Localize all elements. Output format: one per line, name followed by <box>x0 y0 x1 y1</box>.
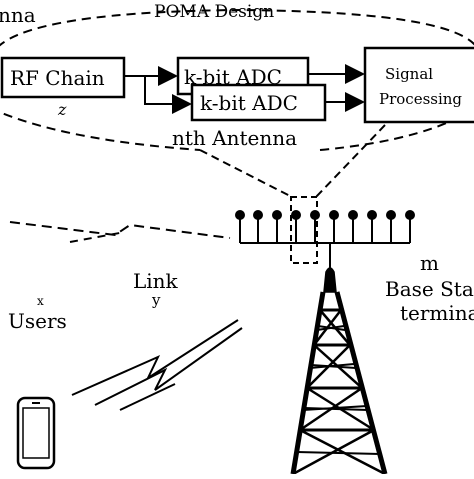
nth-antenna-highlight-box <box>290 196 318 264</box>
terminals-label: terminals <box>400 301 474 325</box>
adc-box-front <box>190 83 327 122</box>
rf-chain-box <box>0 56 126 99</box>
link-label: Link <box>133 269 179 293</box>
poma-design-title: POMA Design <box>154 2 274 22</box>
x-label: x <box>37 294 44 308</box>
antenna-fragment-label: nna <box>0 3 36 27</box>
lightning-link-icon <box>71 319 243 411</box>
dashed-link-lower <box>69 231 126 243</box>
y-label: y <box>151 291 161 309</box>
signal-processing-box <box>363 46 474 124</box>
users-label: Users <box>8 309 67 333</box>
dashed-link-upper <box>9 221 231 239</box>
base-station-tower <box>290 267 388 476</box>
rf-chain-label: RF Chain <box>10 66 105 90</box>
zoom-line-right <box>315 124 386 198</box>
signal-label: Signal <box>385 65 433 83</box>
m-label: m <box>420 251 439 275</box>
nth-antenna-label: nth Antenna <box>172 126 297 150</box>
processing-label: Processing <box>379 90 462 108</box>
poma-design-dashed-ellipse <box>0 8 474 47</box>
poma-design-dashed-lower-left <box>0 111 201 151</box>
adc-front-label: k-bit ADC <box>200 91 298 115</box>
antenna-array <box>235 210 415 268</box>
z-label: z <box>57 100 67 119</box>
arrow-rf-to-adc-front <box>144 76 192 114</box>
zoom-line-left <box>199 149 293 198</box>
mobile-phone-icon <box>16 396 56 470</box>
base-station-label: Base Statio <box>385 277 474 301</box>
